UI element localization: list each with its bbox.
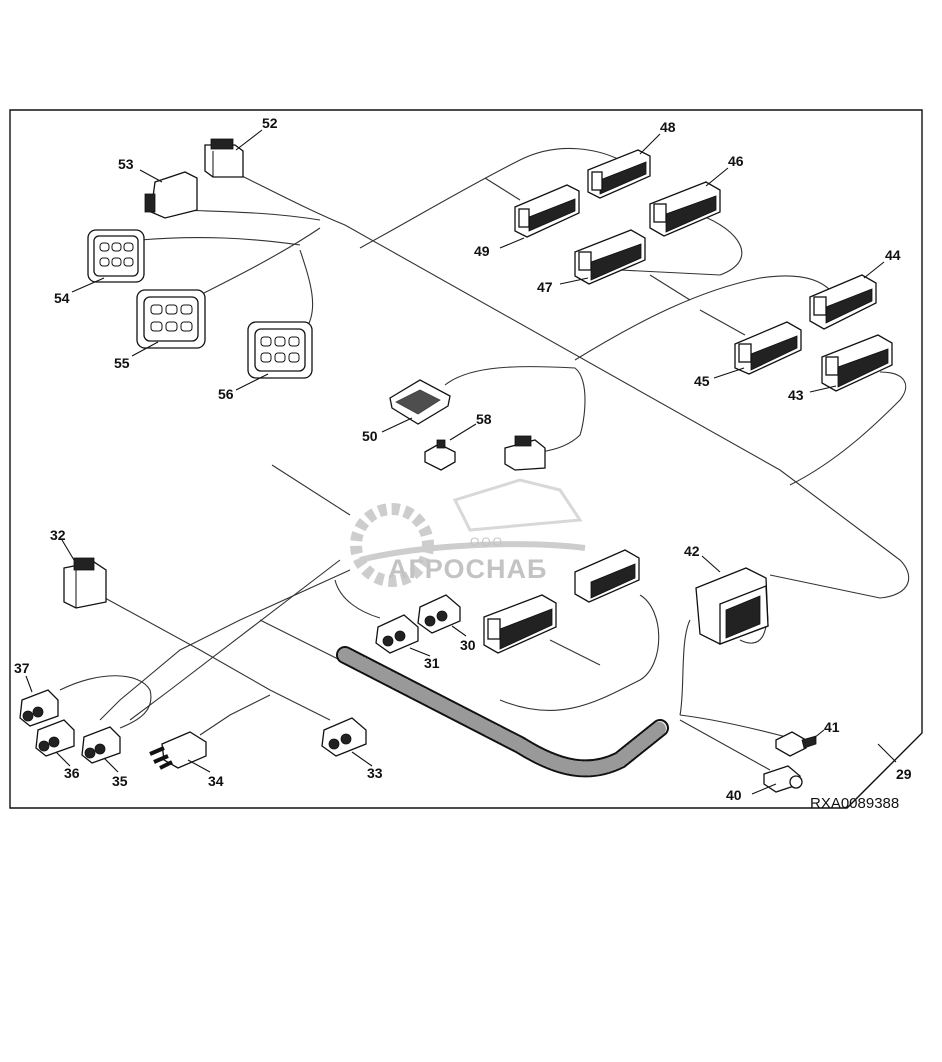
- agrosnab-watermark: ООО АГРОСНАБ: [350, 478, 586, 587]
- connector-41: [775, 731, 817, 757]
- connector-54: [87, 229, 145, 283]
- connector-32: [63, 557, 107, 609]
- callout-56: 56: [218, 386, 234, 402]
- callout-37: 37: [14, 660, 30, 676]
- connector-center-large: [483, 594, 557, 654]
- callout-44: 44: [885, 247, 901, 263]
- connector-58: [424, 439, 456, 471]
- watermark-line2: АГРОСНАБ: [388, 554, 547, 584]
- callout-48: 48: [660, 119, 676, 135]
- connector-48: [587, 149, 651, 199]
- callout-49: 49: [474, 243, 490, 259]
- connector-47: [574, 229, 646, 285]
- callout-47: 47: [537, 279, 553, 295]
- callout-53: 53: [118, 156, 134, 172]
- callout-30: 30: [460, 637, 476, 653]
- connector-52: [204, 138, 244, 178]
- callout-46: 46: [728, 153, 744, 169]
- connector-36: [35, 719, 75, 757]
- callout-45: 45: [694, 373, 710, 389]
- callout-33: 33: [367, 765, 383, 781]
- connector-30: [417, 594, 461, 634]
- callout-35: 35: [112, 773, 128, 789]
- connector-49: [514, 184, 580, 238]
- corrugated-conduit: [336, 646, 669, 778]
- connector-53: [144, 171, 198, 219]
- drawing-frame: [9, 109, 923, 809]
- connector-35: [81, 726, 121, 764]
- connector-56: [247, 321, 313, 379]
- connector-46: [649, 181, 721, 237]
- connector-44: [809, 274, 877, 330]
- callout-50: 50: [362, 428, 378, 444]
- callout-54: 54: [54, 290, 70, 306]
- callout-31: 31: [424, 655, 440, 671]
- callout-43: 43: [788, 387, 804, 403]
- callout-42: 42: [684, 543, 700, 559]
- connector-42: [695, 567, 769, 645]
- callout-55: 55: [114, 355, 130, 371]
- callout-labels: 52 53 54 55 56 48 49 46 47 44 45 43 50 5…: [14, 115, 912, 803]
- connector-55: [136, 289, 206, 349]
- watermark-line1: ООО: [470, 535, 504, 549]
- callout-34: 34: [208, 773, 224, 789]
- connector-40: [763, 765, 803, 793]
- connector-45: [734, 321, 802, 375]
- callout-58: 58: [476, 411, 492, 427]
- callout-41: 41: [824, 719, 840, 735]
- connector-31: [375, 614, 419, 654]
- connector-33: [321, 717, 367, 757]
- connector-43: [821, 334, 893, 392]
- callout-40: 40: [726, 787, 742, 803]
- callout-36: 36: [64, 765, 80, 781]
- callout-32: 32: [50, 527, 66, 543]
- harness-wires: [59, 147, 910, 771]
- connector-50: [389, 379, 451, 425]
- drawing-code: RXA0089388: [810, 795, 899, 812]
- callout-52: 52: [262, 115, 278, 131]
- connector-unlabeled: [504, 435, 546, 471]
- callout-29: 29: [896, 766, 912, 782]
- connector-34: [149, 731, 207, 770]
- connector-center-right: [574, 549, 640, 603]
- callout-leaders: [25, 129, 897, 795]
- connector-37: [19, 689, 59, 727]
